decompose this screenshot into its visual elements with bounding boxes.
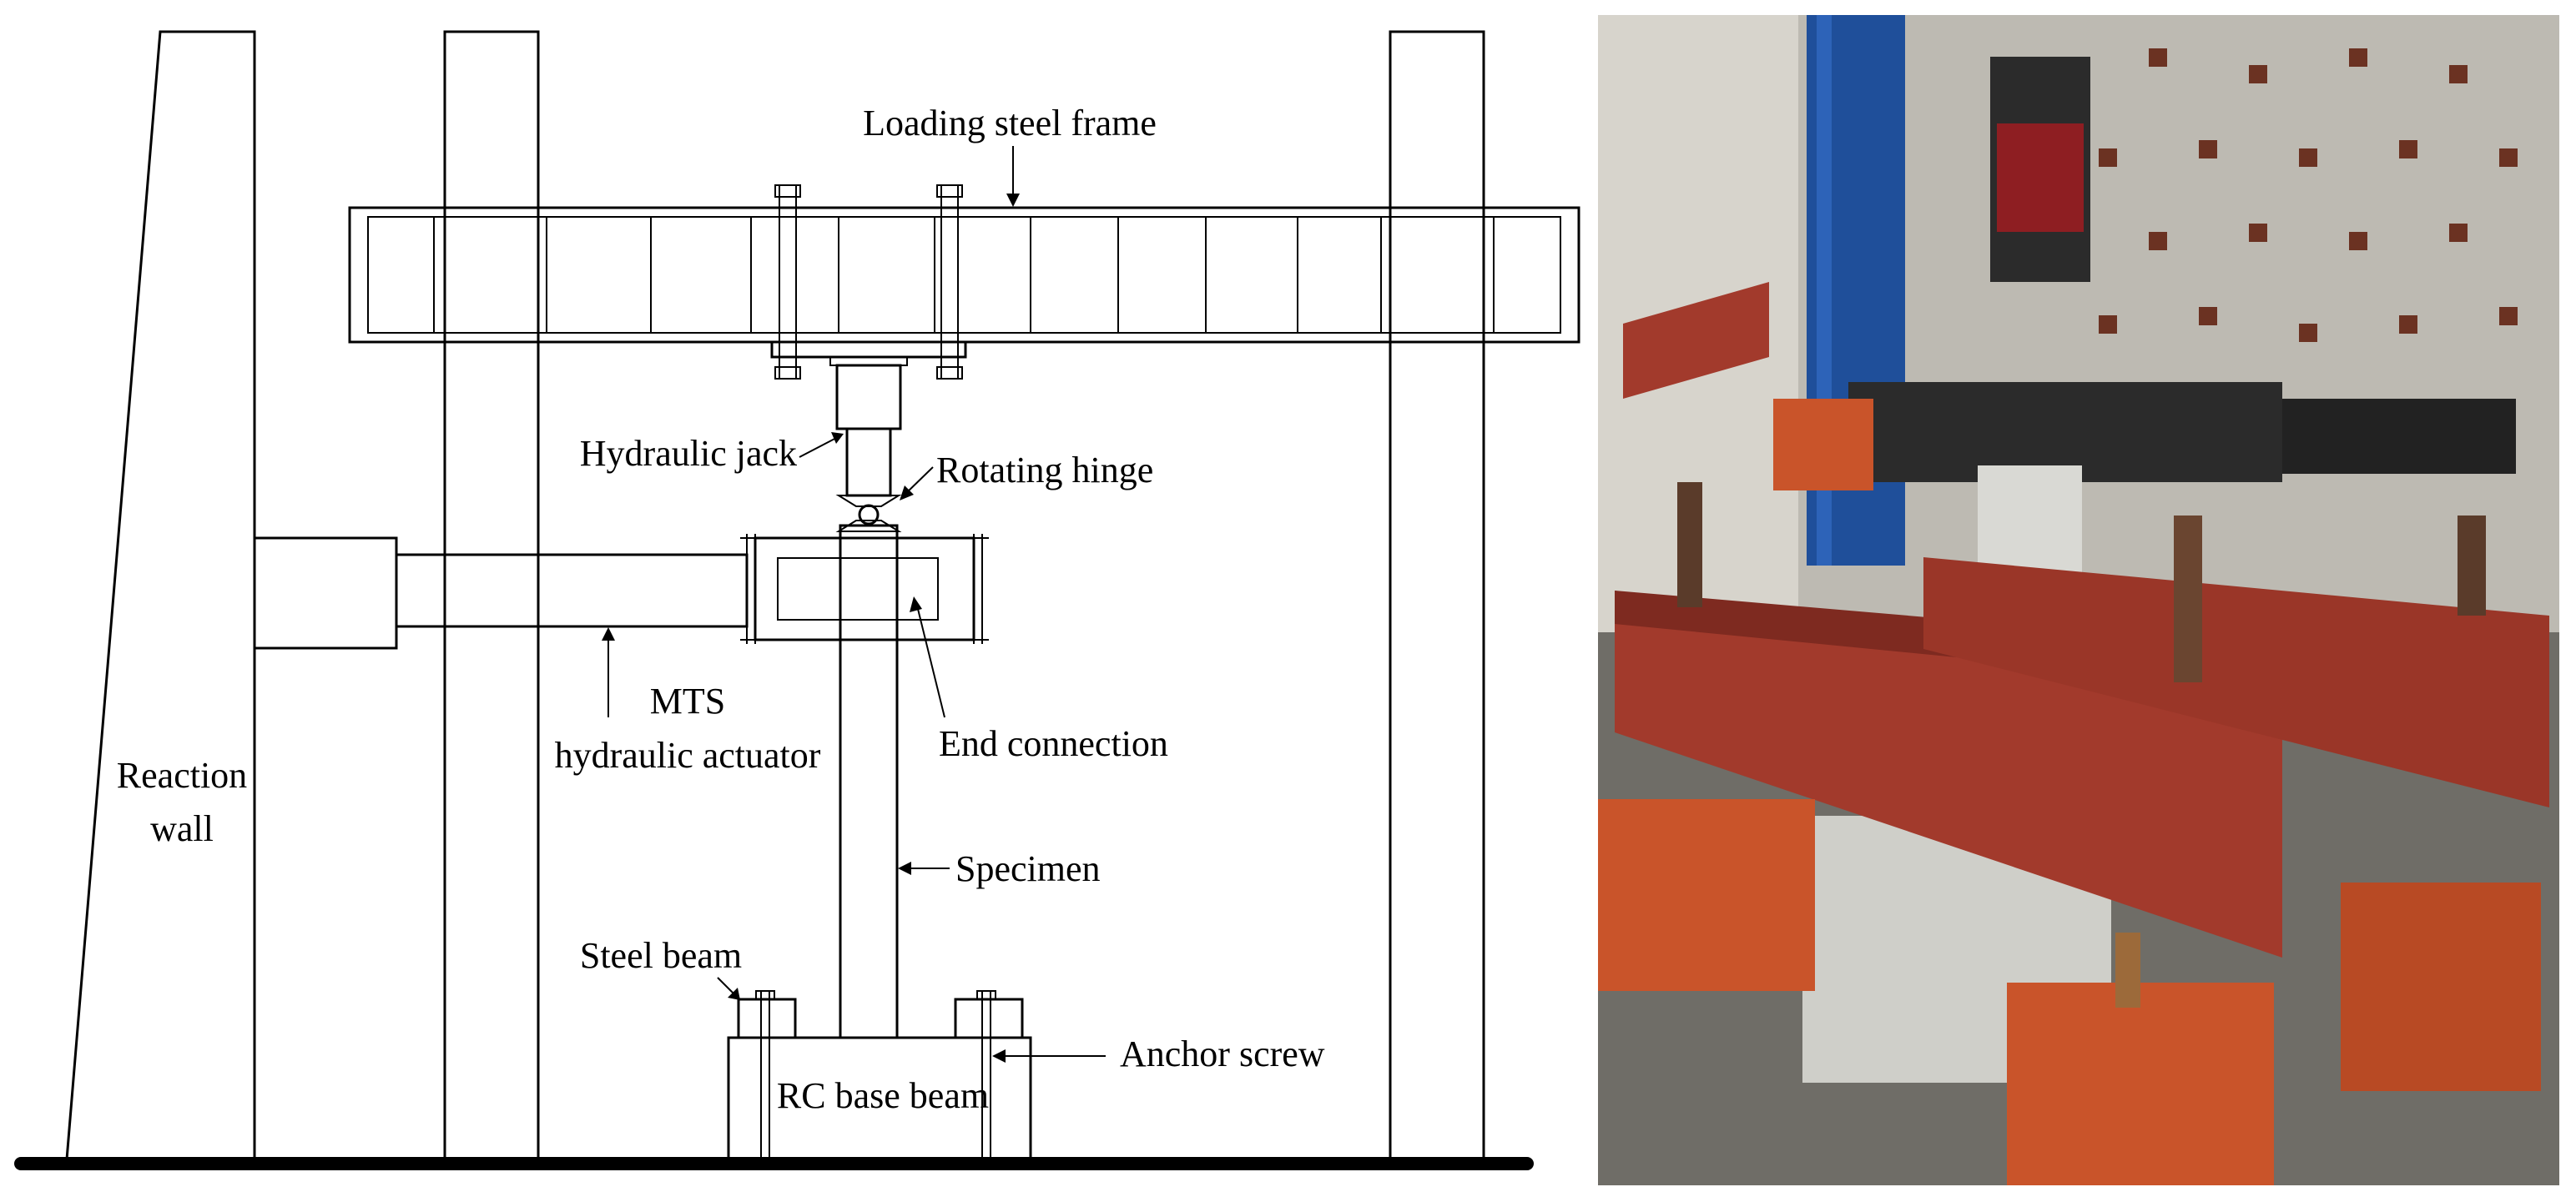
- label-mts-line1: MTS: [650, 681, 725, 722]
- label-mts-line2: hydraulic actuator: [555, 735, 821, 776]
- label-loading-steel-frame: Loading steel frame: [863, 103, 1157, 143]
- anchor-screw-right: [976, 990, 996, 1159]
- label-steel-beam: Steel beam: [580, 935, 742, 976]
- test-setup-diagram: Loading steel frame Hydraulic jack Rotat…: [14, 30, 1580, 1170]
- label-rotating-hinge: Rotating hinge: [936, 450, 1153, 490]
- specimen: [839, 524, 899, 1039]
- label-specimen: Specimen: [955, 848, 1101, 889]
- photo-orange-support-left: [1598, 799, 1815, 991]
- leader-arrows: [602, 146, 1106, 1063]
- loading-steel-frame: [348, 184, 1580, 380]
- anchor-screw-left: [755, 990, 775, 1159]
- end-connection: [740, 534, 989, 644]
- photo-actuator: [2282, 399, 2516, 474]
- rc-base-beam: [727, 1036, 1032, 1161]
- label-hydraulic-jack: Hydraulic jack: [580, 433, 797, 474]
- steel-beam-right: [954, 998, 1024, 1039]
- hydraulic-jack: [829, 356, 908, 497]
- rotating-hinge: [835, 495, 902, 532]
- photo-orange-support-right: [2341, 883, 2541, 1091]
- column-left: [443, 30, 540, 1161]
- column-right: [1389, 30, 1485, 1161]
- photo-orange-support-center: [2007, 983, 2274, 1185]
- label-reaction-wall-line1: Reaction: [117, 755, 247, 796]
- photo-steel-beam-back: [1923, 557, 2549, 807]
- test-setup-photo: [1598, 15, 2559, 1185]
- mts-hydraulic-actuator: [253, 536, 749, 650]
- reaction-wall: [65, 30, 256, 1161]
- steel-beam-left: [737, 998, 797, 1039]
- label-reaction-wall-line2: wall: [150, 808, 214, 849]
- label-rc-base-beam: RC base beam: [777, 1075, 989, 1116]
- photo-upper-red-frame: [1623, 282, 1769, 399]
- label-end-connection: End connection: [939, 723, 1168, 764]
- label-anchor-screw: Anchor screw: [1120, 1034, 1325, 1074]
